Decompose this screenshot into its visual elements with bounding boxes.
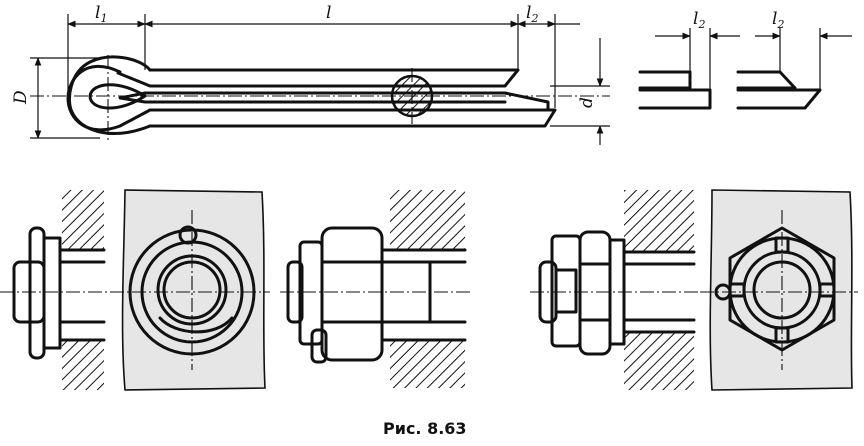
dim-D-label: D (11, 90, 31, 105)
assembly-3-front (700, 189, 858, 391)
assembly-1-side (0, 190, 110, 390)
tip-detail-b (736, 28, 852, 110)
cotter-pin-view (30, 14, 610, 145)
assembly-3-side (530, 190, 700, 390)
dim-l-label: l (326, 3, 331, 23)
tip-b-l2-label: l2 (772, 9, 784, 31)
assembly-2-side (280, 190, 470, 388)
dim-d-label: d (577, 97, 597, 108)
tip-detail-a (638, 28, 740, 110)
dim-l2-label: l2 (526, 3, 538, 25)
dim-l1-label: l1 (95, 3, 107, 25)
tip-a-l2-label: l2 (693, 9, 705, 31)
assembly-1-front (110, 189, 270, 391)
figure-caption: Рис. 8.63 (383, 419, 467, 438)
